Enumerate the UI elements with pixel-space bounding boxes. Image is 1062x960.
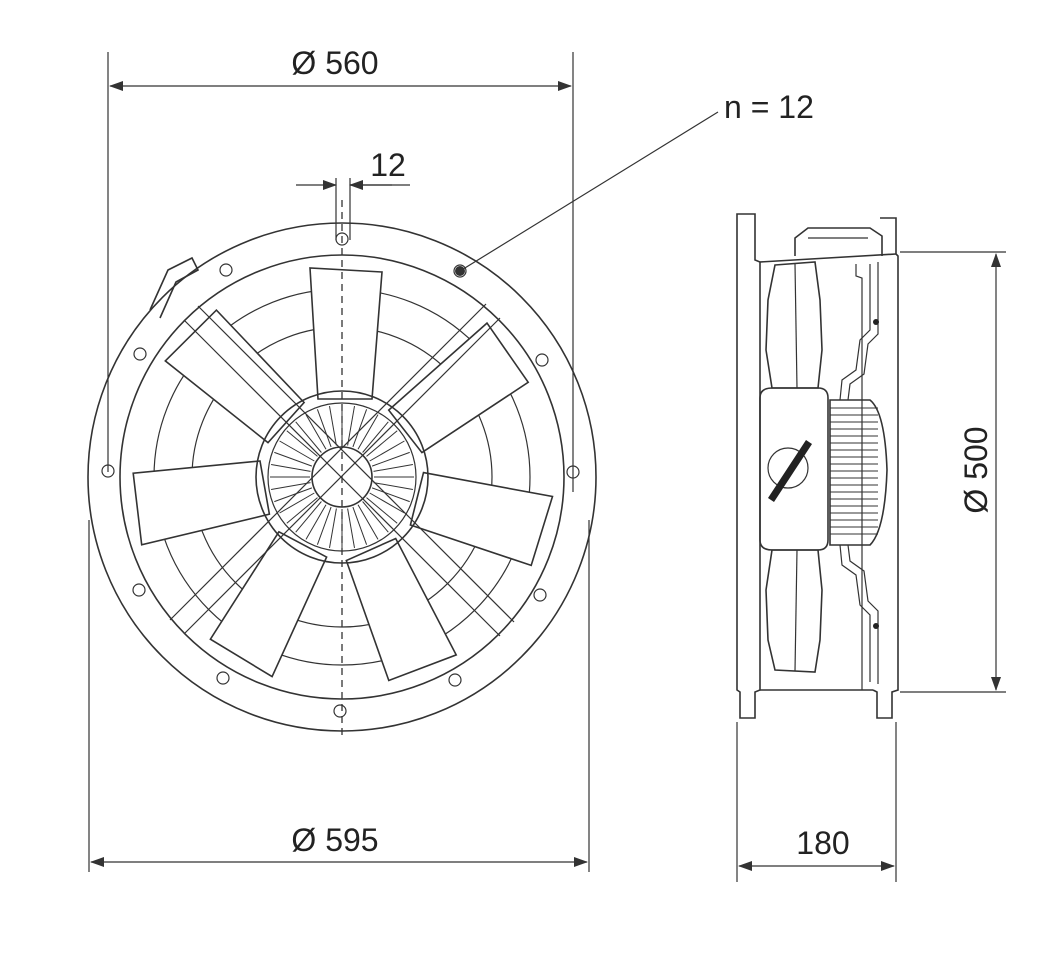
side-view: Ø 500 180 (736, 213, 1006, 882)
motor-fin (373, 464, 413, 472)
side-rivet-lower (873, 623, 879, 629)
side-blade-lower (765, 549, 823, 673)
housing-top (759, 253, 897, 263)
terminal-box (149, 256, 200, 319)
side-inner-edge (855, 264, 863, 690)
motor-fin (357, 504, 379, 540)
fan-blade (409, 471, 554, 567)
motor-fin (352, 506, 368, 545)
motor-fin (305, 504, 327, 540)
motor-fin (295, 501, 322, 533)
motor-fin (286, 430, 318, 457)
motor-fin (329, 406, 337, 446)
motor-fin (357, 414, 379, 450)
side-guard-strut-upper-2 (847, 262, 879, 401)
front-view: Ø 560 Ø 595 12 n = 12 (87, 45, 814, 872)
motor-fin (279, 440, 315, 462)
dim-label-depth: 180 (796, 825, 849, 861)
side-flange-left (736, 213, 761, 719)
motor-fin (366, 497, 398, 524)
motor-fin (329, 508, 337, 548)
side-hub-boss (767, 447, 809, 489)
fan-blade (309, 267, 383, 400)
dim-label-inner: Ø 500 (958, 426, 994, 513)
motor-fin (274, 487, 313, 503)
hole-count-leader (459, 111, 719, 272)
side-guard-strut-lower (839, 544, 871, 682)
fan-blade (164, 308, 306, 444)
motor-fin (271, 482, 311, 490)
side-hub-blade-mark (768, 440, 812, 502)
dim-label-slot: 12 (370, 147, 406, 183)
dim-label-hole-count: n = 12 (724, 89, 814, 125)
side-flange-right (872, 217, 899, 719)
side-motor-fins (830, 407, 878, 535)
motor-fin (371, 451, 410, 467)
motor-fin (369, 440, 405, 462)
motor-fin (373, 482, 413, 490)
fan-blade (209, 530, 328, 678)
side-motor (829, 399, 888, 546)
motor-fin (274, 451, 313, 467)
motor-fin (347, 508, 355, 548)
side-rivet-upper (873, 319, 879, 325)
motor-fin (295, 421, 322, 453)
motor-fin (362, 501, 389, 533)
motor-fin (369, 492, 405, 514)
fan-blade (387, 321, 530, 454)
motor-fin (371, 487, 410, 503)
motor-fin (279, 492, 315, 514)
guard-spokes (169, 303, 515, 637)
side-guard-strut-upper (839, 264, 871, 401)
side-terminal-box (794, 227, 883, 256)
dim-label-outer: Ø 595 (291, 822, 378, 858)
side-guard-strut-lower-2 (847, 544, 879, 684)
fan-blade (132, 460, 271, 546)
hole-count-target (455, 266, 465, 276)
motor-fin (366, 430, 398, 457)
fan-blade (345, 537, 458, 682)
dim-label-flange: Ø 560 (291, 45, 378, 81)
motor-fin (362, 421, 389, 453)
side-blade-upper (765, 261, 823, 389)
side-blade-lower-edge (794, 549, 798, 672)
side-blade-upper-edge (794, 263, 798, 389)
motor-fin (305, 414, 327, 450)
motor-fin (286, 497, 318, 524)
motor-fins (270, 405, 414, 549)
motor-fin (352, 409, 368, 448)
motor-fin (271, 464, 311, 472)
motor-fin (316, 409, 332, 448)
fan-blades (132, 267, 554, 682)
side-hub (759, 387, 829, 551)
motor-fin (316, 506, 332, 545)
motor-fin (347, 406, 355, 446)
